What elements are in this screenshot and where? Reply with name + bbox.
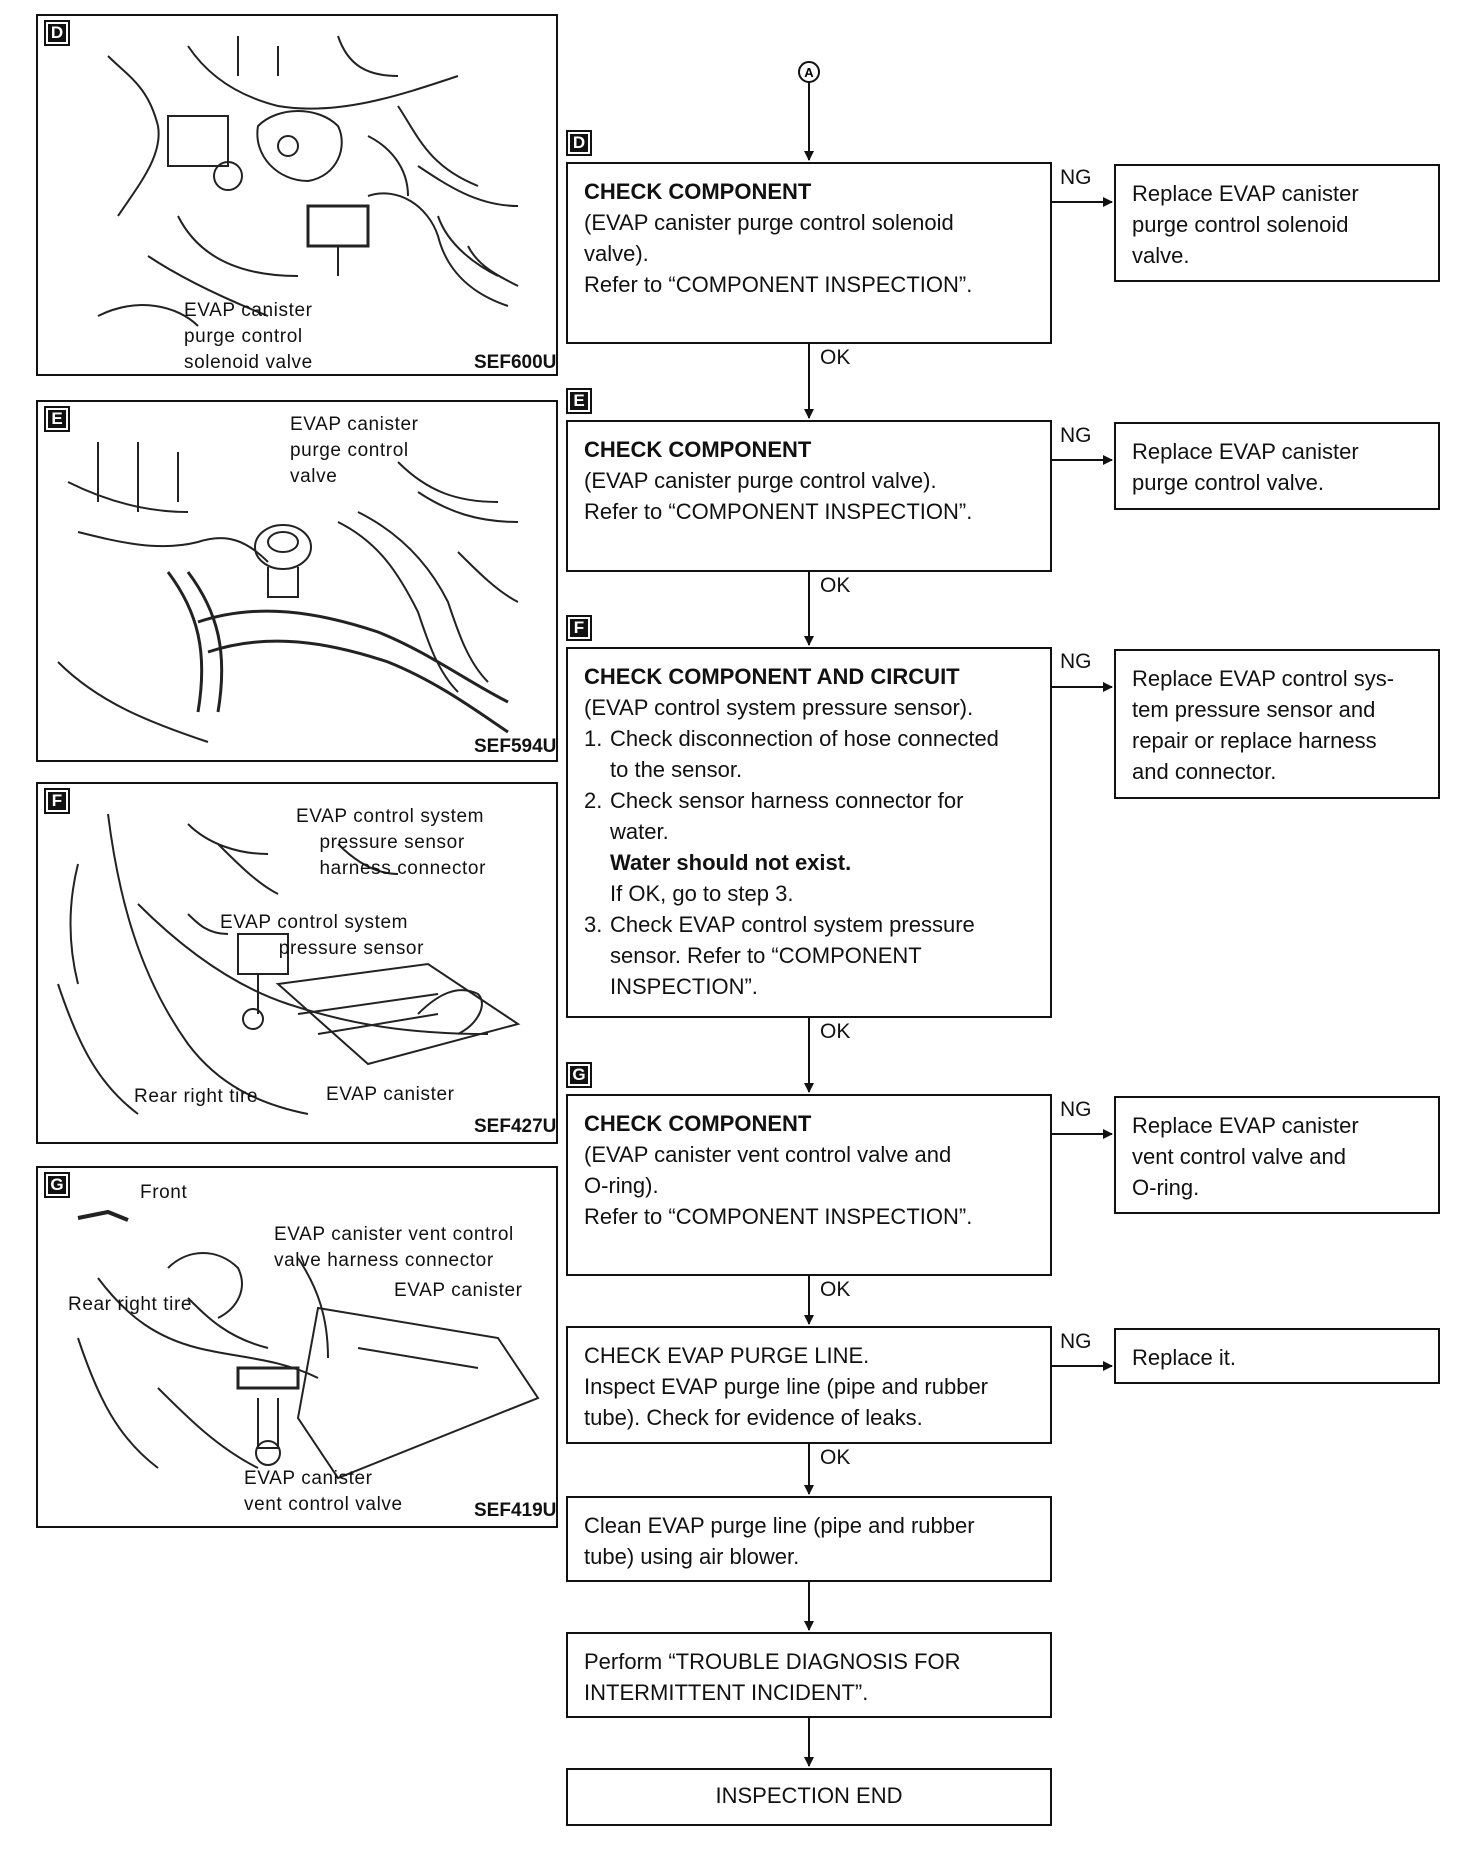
illustration-panel-g: G Front EVAP canister vent control valve… (36, 1166, 558, 1528)
panel-tag-f: F (44, 788, 70, 814)
ng-label: NG (1060, 1098, 1092, 1121)
caption-purge-control-valve: EVAP canister purge control valve (290, 414, 419, 487)
inspection-end-box: INSPECTION END (566, 1768, 1052, 1826)
ng-label: NG (1060, 166, 1092, 189)
figure-code: SEF594U (474, 736, 557, 757)
step-g-ng-box: Replace EVAP canister vent control valve… (1114, 1096, 1440, 1214)
step-tag-e: E (566, 388, 592, 414)
check-item-1: 1. Check disconnection of hose connected… (584, 726, 999, 782)
trouble-diagnosis-box: Perform “TROUBLE DIAGNOSIS FOR INTERMITT… (566, 1632, 1052, 1718)
step-f-box: CHECK COMPONENT AND CIRCUIT (EVAP contro… (566, 647, 1052, 1018)
step-tag-g: G (566, 1062, 592, 1088)
caption-solenoid-valve: EVAP canister purge control solenoid val… (184, 300, 313, 373)
caption-front: Front (140, 1182, 188, 1203)
solenoid-valve-sketch (97, 35, 519, 327)
step-tag-f: F (566, 615, 592, 641)
illustration-panel-e: E EVAP canister purge control valve SEF5… (36, 400, 558, 762)
step-text: (EVAP canister vent control valve and (584, 1142, 952, 1167)
step-text: tube) using air blower. (584, 1544, 800, 1569)
step-text: Perform “TROUBLE DIAGNOSIS FOR (584, 1649, 961, 1674)
ng-label: NG (1060, 1330, 1092, 1353)
caption-vent-control-valve: EVAP canister vent control valve (244, 1468, 403, 1515)
step-text: (EVAP canister purge control valve). (584, 468, 937, 493)
step-text: CHECK EVAP PURGE LINE. (584, 1343, 870, 1368)
pressure-sensor-sketch (57, 813, 521, 1115)
connector-a-letter: A (804, 65, 814, 80)
step-e-ng-box: Replace EVAP canister purge control valv… (1114, 422, 1440, 510)
figure-code: SEF419U (474, 1500, 557, 1521)
caption-harness-connector: EVAP control system pressure sensor harn… (296, 806, 487, 879)
step-heading: CHECK COMPONENT AND CIRCUIT (584, 664, 960, 689)
illustration-panel-f: F EVAP control system pressure sensor ha… (36, 782, 558, 1144)
caption-pressure-sensor: EVAP control system pressure sensor (220, 912, 425, 959)
ng-label: NG (1060, 424, 1092, 447)
ok-label: OK (820, 1446, 851, 1469)
step-tag-d: D (566, 130, 592, 156)
step-text: (EVAP control system pressure sensor). (584, 695, 974, 720)
caption-rear-right-tire: Rear right tire (134, 1086, 259, 1107)
step-heading: CHECK COMPONENT (584, 1111, 812, 1136)
ok-label: OK (820, 346, 851, 369)
purge-control-valve-sketch (57, 442, 519, 743)
ok-label: OK (820, 1278, 851, 1301)
step-text: valve). (584, 241, 649, 266)
step-text: Refer to “COMPONENT INSPECTION”. (584, 1204, 973, 1229)
step-f-ng-box: Replace EVAP control sys- tem pressure s… (1114, 649, 1440, 799)
caption-vent-control-harness-connector: EVAP canister vent control valve harness… (274, 1224, 514, 1271)
step-heading: CHECK COMPONENT (584, 437, 812, 462)
step-text: Inspect EVAP purge line (pipe and rubber (584, 1374, 989, 1399)
step-text: Refer to “COMPONENT INSPECTION”. (584, 272, 973, 297)
step-g-box: CHECK COMPONENT (EVAP canister vent cont… (566, 1094, 1052, 1276)
step-text: tube). Check for evidence of leaks. (584, 1405, 923, 1430)
ng-label: NG (1060, 650, 1092, 673)
panel-tag-d: D (44, 20, 70, 46)
illustration-panel-d: D EVAP canister purge control solenoid v… (36, 14, 558, 376)
step-text: INTERMITTENT INCIDENT”. (584, 1680, 869, 1705)
panel-tag-g: G (44, 1172, 70, 1198)
step-d-box: CHECK COMPONENT (EVAP canister purge con… (566, 162, 1052, 344)
purge-line-check-box: CHECK EVAP PURGE LINE. Inspect EVAP purg… (566, 1326, 1052, 1444)
panel-tag-e: E (44, 406, 70, 432)
step-text: Refer to “COMPONENT INSPECTION”. (584, 499, 973, 524)
check-list: 1. Check disconnection of hose connected… (584, 723, 1034, 1002)
check-item-2: 2. Check sensor harness connector for wa… (584, 785, 1034, 909)
step-text: O-ring). (584, 1173, 659, 1198)
caption-rear-right-tire: Rear right tire (68, 1294, 193, 1315)
ok-label: OK (820, 1020, 851, 1043)
ok-label: OK (820, 574, 851, 597)
end-text: INSPECTION END (715, 1783, 903, 1808)
clean-purge-line-box: Clean EVAP purge line (pipe and rubber t… (566, 1496, 1052, 1582)
figure-code: SEF427U (474, 1116, 557, 1137)
vent-control-valve-sketch (77, 1209, 540, 1480)
figure-code: SEF600U (474, 352, 557, 373)
check-item-3: 3. Check EVAP control system pressure se… (584, 912, 975, 999)
step-text: Clean EVAP purge line (pipe and rubber (584, 1513, 975, 1538)
step-e-box: CHECK COMPONENT (EVAP canister purge con… (566, 420, 1052, 572)
caption-evap-canister: EVAP canister (326, 1084, 455, 1105)
purge-line-ng-box: Replace it. (1114, 1328, 1440, 1384)
warning-text: Water should not exist. (610, 850, 852, 875)
step-text: (EVAP canister purge control solenoid (584, 210, 954, 235)
caption-evap-canister: EVAP canister (394, 1280, 523, 1301)
step-d-ng-box: Replace EVAP canister purge control sole… (1114, 164, 1440, 282)
step-heading: CHECK COMPONENT (584, 179, 812, 204)
